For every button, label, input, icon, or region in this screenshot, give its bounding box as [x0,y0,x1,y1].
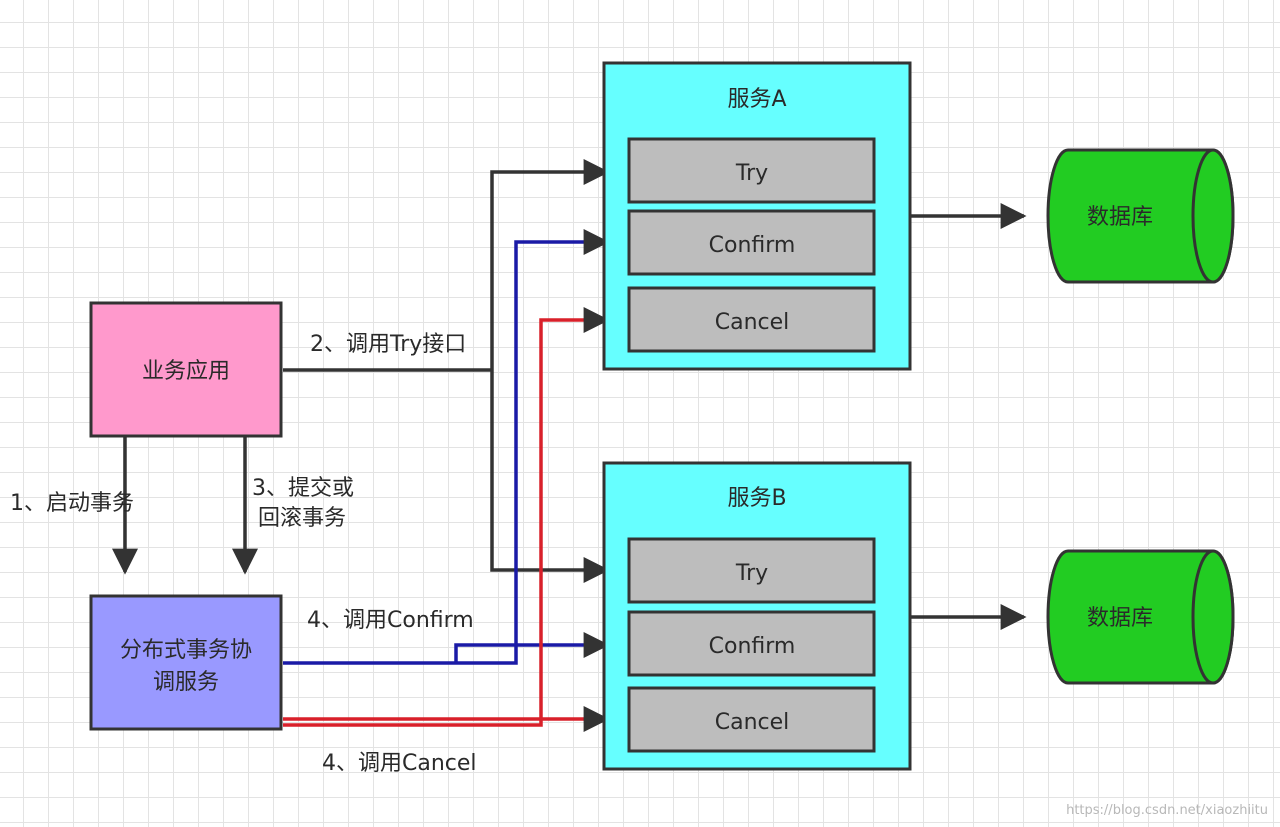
database-b-node: 数据库 [1046,549,1235,685]
service-b-cancel-label: Cancel [715,710,790,735]
service-a-confirm-label: Confirm [709,233,796,258]
service-a-title: 服务A [727,87,786,112]
edge-label-call-cancel: 4、调用Cancel [322,751,477,776]
coordinator-label-line2: 调服务 [153,670,219,695]
edge-cancel-a [283,307,610,727]
edge-call-try-a [490,159,610,370]
coordinator-label-line1: 分布式事务协 [120,638,252,663]
service-b-try: Try [627,537,876,604]
service-a-confirm: Confirm [627,209,876,276]
database-a-label: 数据库 [1087,205,1153,230]
service-b-cancel: Cancel [627,686,876,753]
edge-label-call-confirm: 4、调用Confirm [307,608,474,633]
database-b-cap [1191,549,1235,685]
service-a-cancel: Cancel [627,286,876,353]
service-b-confirm-label: Confirm [709,634,796,659]
service-b-confirm: Confirm [627,610,876,677]
service-a-cancel-label: Cancel [715,310,790,335]
service-b-try-label: Try [735,561,768,586]
service-a-node: 服务A Try Confirm Cancel [602,61,912,371]
database-a-cap [1191,148,1235,284]
business-app-node: 业务应用 [89,301,283,438]
edge-label-commit-rollback-2: 回滚事务 [258,506,346,531]
coordinator-node: 分布式事务协 调服务 [89,594,283,731]
edge-label-start-tx: 1、启动事务 [10,491,134,516]
database-b-label: 数据库 [1087,606,1153,631]
connectors [112,159,1027,732]
edge-call-try-b [490,370,610,583]
service-b-title: 服务B [727,486,786,511]
service-a-try-label: Try [735,161,768,186]
edge-label-call-try: 2、调用Try接口 [310,332,466,357]
service-a-try: Try [627,137,876,204]
watermark-text: https://blog.csdn.net/xiaozhiitu [1066,803,1268,818]
edge-confirm-b [454,632,610,663]
service-b-node: 服务B Try Confirm Cancel [602,461,912,771]
edge-confirm-a [283,229,610,665]
edge-label-commit-rollback-1: 3、提交或 [252,476,354,501]
business-app-label: 业务应用 [142,359,230,384]
database-a-node: 数据库 [1046,148,1235,284]
